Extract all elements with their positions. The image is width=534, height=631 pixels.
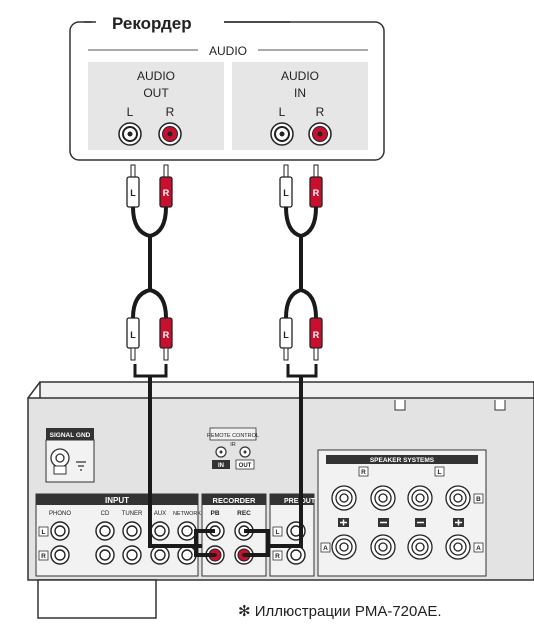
- audio-out-label: AUDIO: [137, 69, 175, 83]
- plug-top-r-2: R: [309, 164, 323, 208]
- rca-cable-right: L R L R: [279, 164, 323, 378]
- svg-text:PHONO: PHONO: [49, 511, 71, 517]
- out-l-label: L: [127, 105, 134, 119]
- audio-out-label-2: OUT: [143, 86, 169, 100]
- svg-text:TUNER: TUNER: [122, 511, 143, 517]
- footnote: ✻ Иллюстрации PMA-720AE.: [238, 603, 442, 620]
- svg-text:IN: IN: [218, 463, 224, 469]
- plug-top-l: L: [126, 164, 140, 208]
- audio-in-label-2: IN: [294, 86, 306, 100]
- svg-text:R: R: [313, 188, 320, 198]
- plug-bottom-r-2: R: [309, 317, 323, 361]
- svg-text:REC: REC: [237, 510, 251, 517]
- remote-control-jacks: REMOTE CONTROL IR IN OUT: [207, 427, 259, 470]
- svg-text:PB: PB: [210, 510, 219, 517]
- rec-out-r-jack: [158, 122, 182, 146]
- svg-text:IR: IR: [230, 442, 236, 448]
- svg-text:L: L: [283, 188, 289, 198]
- svg-text:R: R: [361, 469, 366, 476]
- svg-text:A: A: [476, 545, 481, 552]
- recorder-title: Рекордер: [112, 14, 192, 33]
- plug-top-r: R: [159, 164, 173, 208]
- recorder-section: RECORDER PB REC: [201, 493, 267, 577]
- svg-text:R: R: [41, 553, 46, 560]
- svg-text:NETWORK: NETWORK: [173, 511, 201, 517]
- svg-text:L: L: [438, 469, 442, 476]
- plug-bottom-r: R: [159, 317, 173, 361]
- pre-out-section: PRE OUT L R: [269, 493, 316, 577]
- in-r-label: R: [316, 105, 325, 119]
- svg-text:OUT: OUT: [239, 463, 252, 469]
- rca-cable-left: L R L R: [126, 164, 173, 378]
- input-section: INPUT PHONO CD TUNER AUX NETWORK L R: [35, 493, 201, 577]
- rec-out-l-jack: [118, 122, 142, 146]
- svg-text:L: L: [130, 330, 136, 340]
- cable-routing: [148, 376, 303, 557]
- svg-text:B: B: [476, 496, 481, 503]
- recorder-device: Рекордер AUDIO AUDIO OUT L R AUDIO IN L …: [69, 10, 385, 161]
- svg-text:L: L: [276, 529, 280, 536]
- plug-bottom-l-2: L: [279, 317, 293, 361]
- svg-text:R: R: [313, 330, 320, 340]
- svg-text:INPUT: INPUT: [105, 496, 129, 505]
- audio-in-label: AUDIO: [281, 69, 319, 83]
- plug-bottom-l: L: [126, 317, 140, 361]
- rec-in-r-jack: [308, 122, 332, 146]
- svg-text:SIGNAL GND: SIGNAL GND: [50, 432, 91, 439]
- svg-text:R: R: [275, 553, 280, 560]
- signal-gnd-terminal: SIGNAL GND: [45, 428, 95, 483]
- amplifier-rear-panel: SIGNAL GND REMOTE CONTROL IR IN OUT INPU: [27, 381, 534, 619]
- plug-top-l-2: L: [279, 164, 293, 208]
- svg-text:R: R: [163, 188, 170, 198]
- svg-text:RECORDER: RECORDER: [213, 496, 257, 505]
- svg-text:L: L: [42, 529, 46, 536]
- in-l-label: L: [279, 105, 286, 119]
- speaker-systems-section: SPEAKER SYSTEMS R L B A A: [317, 449, 487, 577]
- svg-text:REMOTE CONTROL: REMOTE CONTROL: [207, 433, 259, 439]
- svg-text:SPEAKER SYSTEMS: SPEAKER SYSTEMS: [370, 457, 435, 464]
- svg-text:L: L: [283, 330, 289, 340]
- svg-text:R: R: [163, 330, 170, 340]
- audio-group-label: AUDIO: [209, 44, 247, 58]
- out-r-label: R: [166, 105, 175, 119]
- svg-text:A: A: [323, 545, 328, 552]
- svg-text:AUX: AUX: [154, 511, 166, 517]
- rec-in-l-jack: [270, 122, 294, 146]
- svg-text:L: L: [130, 188, 136, 198]
- svg-text:CD: CD: [101, 511, 110, 517]
